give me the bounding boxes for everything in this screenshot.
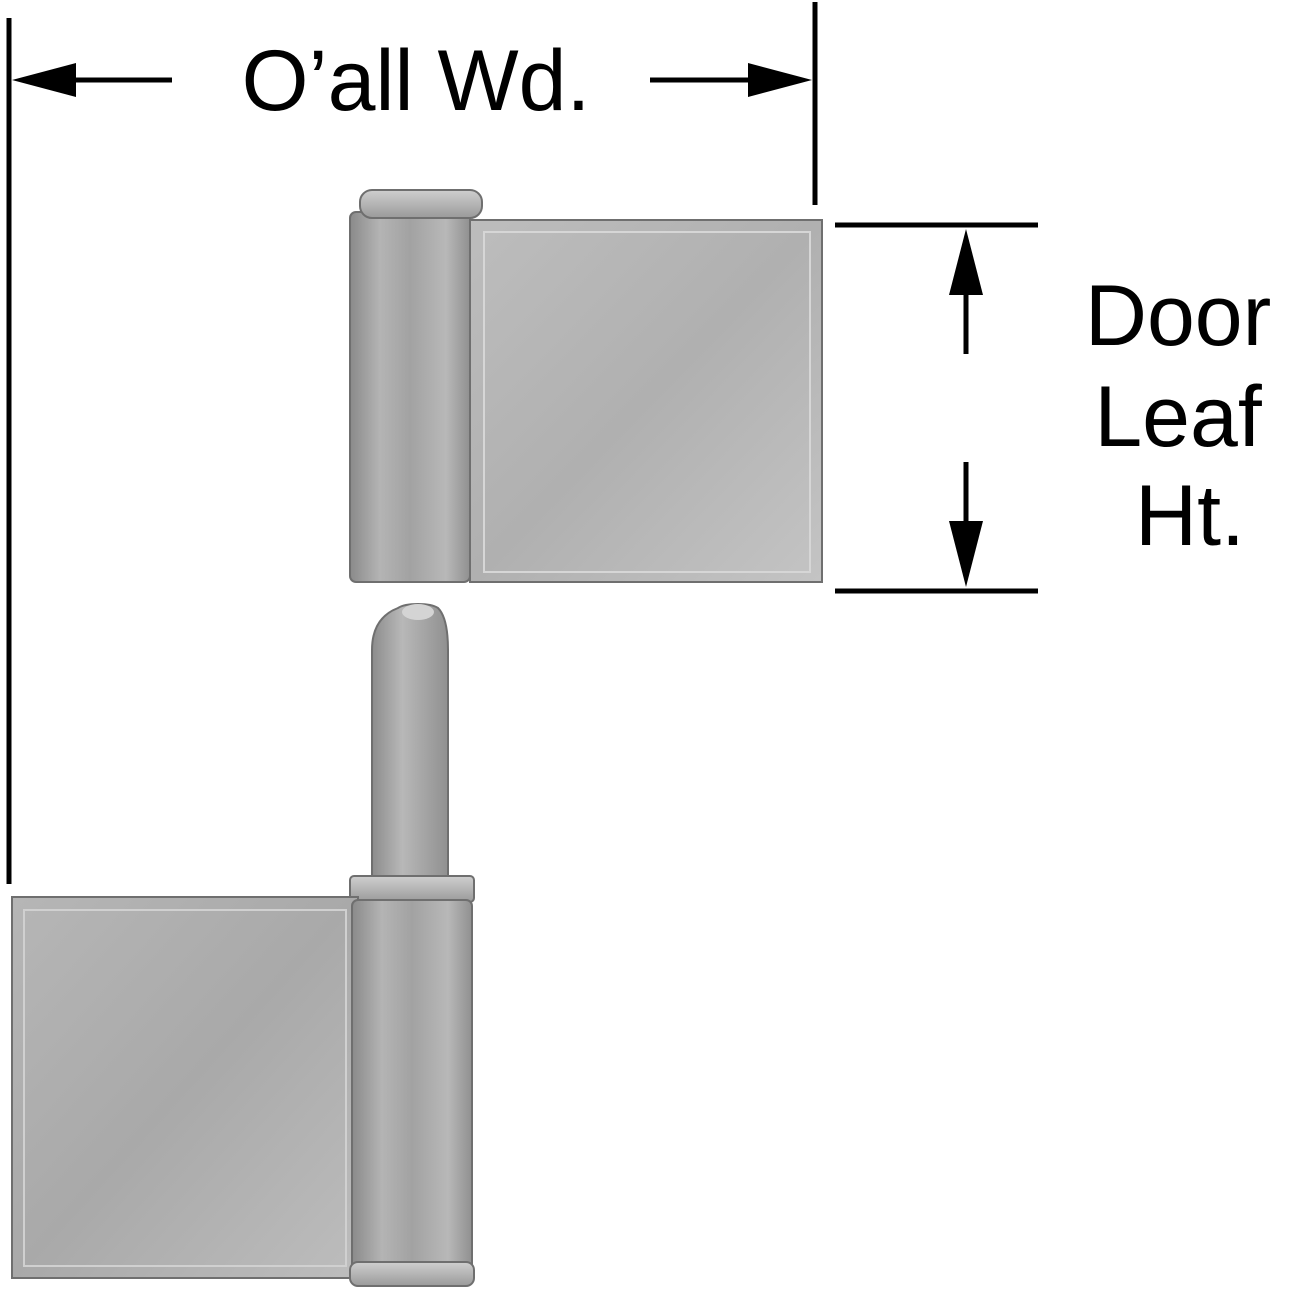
- frame-leaf-plate: [11, 896, 359, 1279]
- frame-leaf-hinge-half: [11, 602, 475, 1287]
- frame-leaf-plate-edge: [23, 909, 347, 1267]
- lower-barrel-collar: [349, 875, 475, 903]
- height-label-line-1: Door: [1085, 268, 1271, 364]
- door-leaf-height-label: Door Leaf Ht.: [1085, 268, 1295, 564]
- lower-barrel: [351, 899, 473, 1271]
- height-label-line-3: Ht.: [1135, 468, 1245, 564]
- door-leaf-plate-edge: [483, 231, 811, 573]
- door-leaf-hinge-half: [349, 189, 823, 583]
- door-leaf-plate: [469, 219, 823, 583]
- hinge-pin: [371, 602, 449, 881]
- overall-width-label: O’all Wd.: [242, 33, 591, 129]
- width-arrowhead-right-icon: [748, 63, 812, 97]
- hinge-pin-tip: [402, 604, 434, 620]
- height-arrowhead-up-icon: [949, 229, 983, 295]
- overall-width-dimension: O’all Wd.: [6, 2, 818, 884]
- width-arrowhead-left-icon: [12, 63, 76, 97]
- upper-barrel: [349, 211, 471, 583]
- door-leaf-height-dimension: Door Leaf Ht.: [835, 222, 1295, 594]
- lower-barrel-end-cap: [349, 1261, 475, 1287]
- height-label-line-2: Leaf: [1094, 369, 1262, 465]
- height-arrowhead-down-icon: [949, 521, 983, 587]
- upper-barrel-cap: [359, 189, 483, 219]
